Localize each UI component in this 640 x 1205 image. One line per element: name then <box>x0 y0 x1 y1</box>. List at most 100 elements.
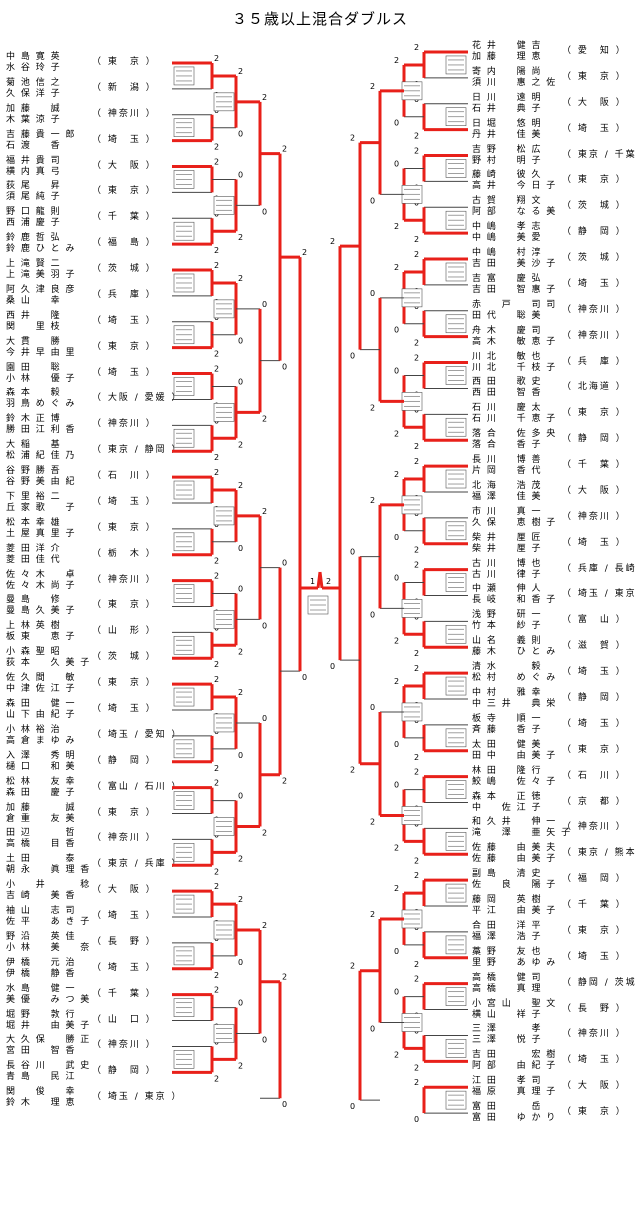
prefecture-label: 神奈川 <box>107 108 141 119</box>
match-score: 2 <box>214 779 219 788</box>
match-score: 0 <box>394 740 399 749</box>
entry-player-1: 吉 藤 貴 一 郎 <box>6 129 76 140</box>
prefecture-label: 千 葉 <box>577 460 611 471</box>
prefecture-label: 滋 賀 <box>577 641 611 652</box>
prefecture-label: 大 阪 <box>107 885 141 896</box>
entry-prefecture: （ 埼 玉 ） <box>562 718 627 729</box>
entry-player-1: 野 口 龍 則 <box>6 207 62 218</box>
entry-player-1: 長 谷 川 武 史 <box>6 1061 91 1072</box>
prefecture-label: 栃 木 <box>107 548 141 559</box>
match-score: 2 <box>370 82 375 91</box>
match-score: 2 <box>414 1063 419 1072</box>
entry-prefecture: （ 東 京 ） <box>562 744 627 755</box>
match-score: 2 <box>262 921 267 930</box>
score-box <box>173 894 195 914</box>
entry-player-2: 高 井 今 日 子 <box>472 181 557 192</box>
entry-player-2: 佐 々 木 尚 子 <box>6 580 76 591</box>
match-score: 2 <box>282 777 287 786</box>
entry-prefecture: （ 茨 城 ） <box>562 201 627 212</box>
entry-prefecture: （ 東 京 ） <box>92 341 157 352</box>
match-score: 2 <box>394 1050 399 1059</box>
prefecture-label: 長 野 <box>577 1003 611 1014</box>
match-score: 0 <box>238 751 243 760</box>
entry-player-2: 谷 野 美 由 紀 <box>6 477 76 488</box>
entry-player-1: 大 久 保 勝 正 <box>6 1035 91 1046</box>
match-score: 2 <box>214 557 219 566</box>
entry-player-1: 伊 橋 元 治 <box>6 957 76 968</box>
match-score: 2 <box>414 856 419 865</box>
prefecture-label: 静 岡 <box>107 1066 141 1077</box>
match-score: 2 <box>414 649 419 658</box>
prefecture-label: 千 葉 <box>577 900 611 911</box>
match-score: 0 <box>370 1025 375 1034</box>
entry-prefecture: （ 埼 玉 ） <box>92 704 157 714</box>
score-box <box>401 288 423 308</box>
prefecture-label: 大 阪 <box>577 485 611 496</box>
entry-player-2: 倉 重 友 美 <box>6 813 76 824</box>
score-box <box>445 262 467 282</box>
entry-prefecture: （ 東 京 ） <box>92 807 157 818</box>
entry-player-1: 西 井 隆 <box>6 310 62 321</box>
prefecture-label: 大 阪 <box>577 97 611 108</box>
match-score: 2 <box>394 222 399 231</box>
prefecture-label: 山 形 <box>107 626 141 637</box>
entry-player-2: 落 合 香 子 <box>472 440 542 451</box>
entry-player-2: 石 渡 香 <box>6 140 62 151</box>
entry-player-1: 吉 富 慶 弘 <box>472 273 542 284</box>
match-score: 2 <box>394 884 399 893</box>
match-score: 2 <box>214 971 219 980</box>
entry-player-1: 藤 崎 彼 久 <box>472 170 542 181</box>
entry-player-2: 佐 平 あ き 子 <box>6 917 91 928</box>
entry-prefecture: （ 大 阪 ） <box>562 485 627 496</box>
match-score: 2 <box>238 647 243 656</box>
prefecture-label: 東 京 <box>107 341 141 352</box>
prefecture-label: 長 野 <box>107 936 141 947</box>
entry-player-1: 荻 尾 昇 <box>6 181 62 192</box>
entry-player-2: 山 下 由 紀 子 <box>6 710 76 720</box>
entry-player-1: 日 川 遠 明 <box>472 92 542 103</box>
entry-prefecture: （ 埼玉 / 愛知 ） <box>92 729 183 740</box>
entry-player-1: 西 田 歌 史 <box>472 377 542 388</box>
entry-player-1: 松 本 幸 雄 <box>6 517 62 528</box>
prefecture-label: 神奈川 <box>107 419 141 430</box>
entry-player-1: 小 森 聖 昭 <box>6 647 62 658</box>
entry-prefecture: （ 埼玉 / 東京 ） <box>92 1092 183 1103</box>
match-score: 2 <box>414 147 419 156</box>
prefecture-label: 静 岡 <box>107 755 141 766</box>
final-score-right: 2 <box>326 577 331 586</box>
match-score: 0 <box>394 574 399 583</box>
entry-player-2: 中 津 佐 江 子 <box>6 684 76 695</box>
prefecture-label: 埼玉 / 愛知 <box>107 729 167 740</box>
entry-prefecture: （ 埼 玉 ） <box>562 1055 627 1066</box>
score-box <box>401 909 423 929</box>
prefecture-label: 東 京 <box>577 408 611 419</box>
entry-player-1: 大 稲 基 <box>6 440 62 451</box>
score-box <box>213 713 235 733</box>
match-score: 0 <box>262 300 267 309</box>
match-score: 2 <box>394 56 399 65</box>
entry-player-2: 福 澤 浩 子 <box>472 931 542 942</box>
entry-player-2: 水 谷 玲 子 <box>6 63 62 73</box>
score-box <box>213 817 235 836</box>
prefecture-label: 富 山 <box>577 615 611 626</box>
entry-player-1: 古 川 博 也 <box>472 558 542 569</box>
entry-player-1: 板 寺 順 一 <box>472 713 542 724</box>
entry-prefecture: （ 埼玉 / 東京 ） <box>562 589 637 600</box>
score-box <box>173 739 195 759</box>
entry-player-1: 大 貫 勝 <box>6 336 62 347</box>
prefecture-label: 東 京 <box>577 744 611 755</box>
entry-prefecture: （ 東 京 ） <box>92 186 157 197</box>
entry-prefecture: （ 石 川 ） <box>562 770 627 781</box>
match-score: 2 <box>414 768 419 777</box>
match-score: 2 <box>238 1061 243 1070</box>
entry-player-1: 曼 島 修 <box>6 595 62 606</box>
entry-player-2: 高 橋 目 香 <box>6 839 76 850</box>
prefecture-label: 千 葉 <box>107 988 141 999</box>
match-score: 2 <box>394 677 399 686</box>
entry-prefecture: （ 静 岡 ） <box>562 227 627 238</box>
entry-player-1: 高 橋 健 司 <box>472 972 542 983</box>
entry-player-2: 菱 田 佳 代 <box>6 554 62 565</box>
score-box <box>173 532 195 552</box>
score-box <box>307 595 329 615</box>
prefecture-label: 埼 玉 <box>577 951 611 962</box>
